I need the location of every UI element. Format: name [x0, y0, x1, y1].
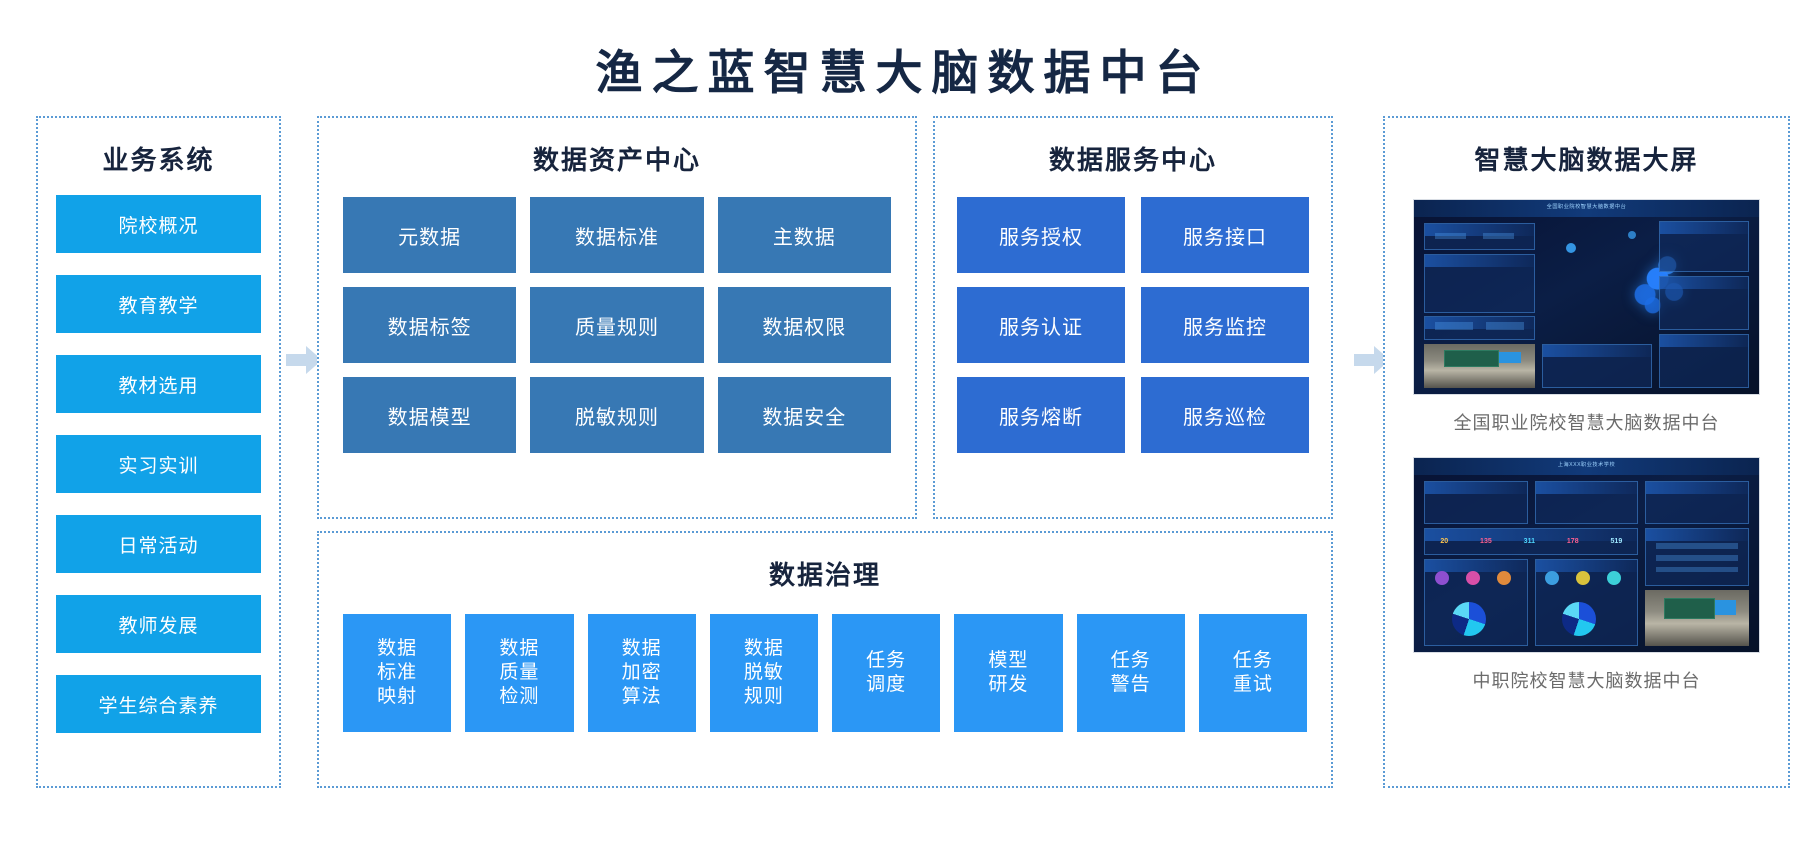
dashboard-number: 135: [1480, 537, 1492, 545]
asset-tile-data-security[interactable]: 数据安全: [717, 377, 891, 453]
service-tile-authorization[interactable]: 服务授权: [957, 197, 1125, 273]
data-service-tile-grid: 服务授权 服务接口 服务认证 服务监控 服务熔断 服务巡检: [935, 197, 1331, 453]
dashboard-number: 311: [1523, 537, 1535, 545]
governance-tile-masking-rule[interactable]: 数据 脱敏 规则: [709, 614, 818, 732]
dashboard-artwork: 上海XXX职业技术学校 20 135 311 178 519: [1414, 458, 1759, 652]
governance-tile-line2: 警告: [1110, 674, 1151, 695]
governance-tile-line1: 数据: [743, 637, 784, 659]
governance-tile-line3: 检测: [499, 686, 540, 708]
governance-tile-task-scheduling[interactable]: 任务 调度: [832, 614, 941, 732]
governance-tile-line2: 调度: [866, 674, 907, 695]
asset-tile-metadata[interactable]: 元数据: [343, 197, 517, 273]
dashboard-number: 178: [1566, 537, 1579, 545]
governance-tile-line2: 标准: [377, 661, 418, 683]
dashboard-screenshot-1[interactable]: 全国职业院校智慧大脑数据中台: [1413, 199, 1760, 395]
service-tile-interface[interactable]: 服务接口: [1141, 197, 1309, 273]
governance-tile-encryption-algorithm[interactable]: 数据 加密 算法: [587, 614, 696, 732]
service-tile-authentication[interactable]: 服务认证: [957, 287, 1125, 363]
smart-brain-dashboard-heading: 智慧大脑数据大屏: [1474, 145, 1699, 175]
smart-brain-dashboard-panel: 智慧大脑数据大屏 全国职业院校智慧大脑数据中台: [1383, 116, 1790, 788]
data-service-center-heading: 数据服务中心: [1048, 145, 1217, 175]
asset-tile-data-tag[interactable]: 数据标签: [343, 287, 517, 363]
dashboard-screenshot-2-wrap: 上海XXX职业技术学校 20 135 311 178 519: [1385, 457, 1788, 693]
governance-tile-standard-mapping[interactable]: 数据 标准 映射: [343, 614, 452, 732]
dashboard-caption-1: 全国职业院校智慧大脑数据中台: [1453, 413, 1720, 433]
dashboard-caption-2: 中职院校智慧大脑数据中台: [1472, 671, 1701, 691]
governance-tile-task-retry[interactable]: 任务 重试: [1198, 614, 1307, 732]
governance-tile-line1: 任务: [866, 649, 907, 671]
governance-tile-line1: 数据: [621, 637, 662, 659]
governance-tile-line3: 算法: [621, 686, 662, 708]
arrow-right-icon: [1352, 340, 1392, 380]
asset-tile-quality-rule[interactable]: 质量规则: [530, 287, 704, 363]
service-tile-monitoring[interactable]: 服务监控: [1141, 287, 1309, 363]
asset-tile-data-standard[interactable]: 数据标准: [530, 197, 704, 273]
dashboard-topbar: [1414, 200, 1759, 218]
business-system-list: 院校概况 教育教学 教材选用 实习实训 日常活动 教师发展 学生综合素养: [38, 195, 279, 733]
data-service-center-panel: 数据服务中心 服务授权 服务接口 服务认证 服务监控 服务熔断 服务巡检: [933, 116, 1333, 519]
governance-tile-line2: 研发: [988, 674, 1029, 695]
asset-tile-data-model[interactable]: 数据模型: [343, 377, 517, 453]
governance-tile-line3: 映射: [377, 686, 418, 708]
dashboard-number: 20: [1440, 537, 1449, 545]
governance-tile-line2: 质量: [499, 661, 540, 683]
governance-tile-line1: 任务: [1232, 649, 1273, 671]
dashboard-screenshot-2[interactable]: 上海XXX职业技术学校 20 135 311 178 519: [1413, 457, 1760, 653]
sidebar-item-textbook-selection[interactable]: 教材选用: [56, 355, 261, 413]
dashboard-number-row: 20 135 311 178 519: [1424, 538, 1638, 545]
asset-tile-masking-rule[interactable]: 脱敏规则: [530, 377, 704, 453]
business-system-panel: 业务系统 院校概况 教育教学 教材选用 实习实训 日常活动 教师发展 学生综合素…: [36, 116, 281, 788]
data-governance-tile-grid: 数据 标准 映射 数据 质量 检测 数据 加密 算法 数据 脱敏 规则 任务: [319, 614, 1331, 732]
dashboard-number: 519: [1610, 537, 1623, 545]
sidebar-item-teacher-development[interactable]: 教师发展: [56, 595, 261, 653]
dashboard-board-title: 上海XXX职业技术学校: [1557, 461, 1616, 468]
asset-tile-master-data[interactable]: 主数据: [717, 197, 891, 273]
governance-tile-line1: 数据: [499, 637, 540, 659]
governance-tile-line2: 加密: [621, 661, 662, 683]
governance-tile-line1: 模型: [988, 649, 1029, 671]
governance-tile-line3: 规则: [743, 686, 784, 708]
data-asset-tile-grid: 元数据 数据标准 主数据 数据标签 质量规则 数据权限 数据模型 脱敏规则 数据…: [319, 197, 915, 453]
dashboard-artwork: 全国职业院校智慧大脑数据中台: [1414, 200, 1759, 394]
governance-tile-line2: 脱敏: [743, 661, 784, 683]
data-asset-center-heading: 数据资产中心: [532, 145, 701, 175]
sidebar-item-internship-training[interactable]: 实习实训: [56, 435, 261, 493]
data-governance-panel: 数据治理 数据 标准 映射 数据 质量 检测 数据 加密 算法 数据 脱敏 规则: [317, 531, 1333, 788]
page-title: 渔之蓝智慧大脑数据中台: [595, 46, 1212, 99]
asset-tile-data-permission[interactable]: 数据权限: [717, 287, 891, 363]
sidebar-item-student-quality[interactable]: 学生综合素养: [56, 675, 261, 733]
service-tile-inspection[interactable]: 服务巡检: [1141, 377, 1309, 453]
governance-tile-model-development[interactable]: 模型 研发: [954, 614, 1063, 732]
business-system-heading: 业务系统: [102, 145, 215, 175]
governance-tile-quality-detection[interactable]: 数据 质量 检测: [465, 614, 574, 732]
arrow-right-icon: [284, 340, 324, 380]
governance-tile-line1: 数据: [377, 637, 418, 659]
data-asset-center-panel: 数据资产中心 元数据 数据标准 主数据 数据标签 质量规则 数据权限 数据模型 …: [317, 116, 917, 519]
governance-tile-line2: 重试: [1232, 674, 1273, 695]
dashboard-board-title: 全国职业院校智慧大脑数据中台: [1546, 203, 1627, 210]
dashboard-topbar: [1414, 458, 1759, 476]
dashboard-screenshot-1-wrap: 全国职业院校智慧大脑数据中台: [1385, 199, 1788, 435]
governance-tile-line1: 任务: [1110, 649, 1151, 671]
governance-tile-task-alert[interactable]: 任务 警告: [1076, 614, 1185, 732]
sidebar-item-school-overview[interactable]: 院校概况: [56, 195, 261, 253]
data-governance-heading: 数据治理: [768, 560, 881, 590]
service-tile-circuit-breaker[interactable]: 服务熔断: [957, 377, 1125, 453]
sidebar-item-daily-activity[interactable]: 日常活动: [56, 515, 261, 573]
sidebar-item-education-teaching[interactable]: 教育教学: [56, 275, 261, 333]
